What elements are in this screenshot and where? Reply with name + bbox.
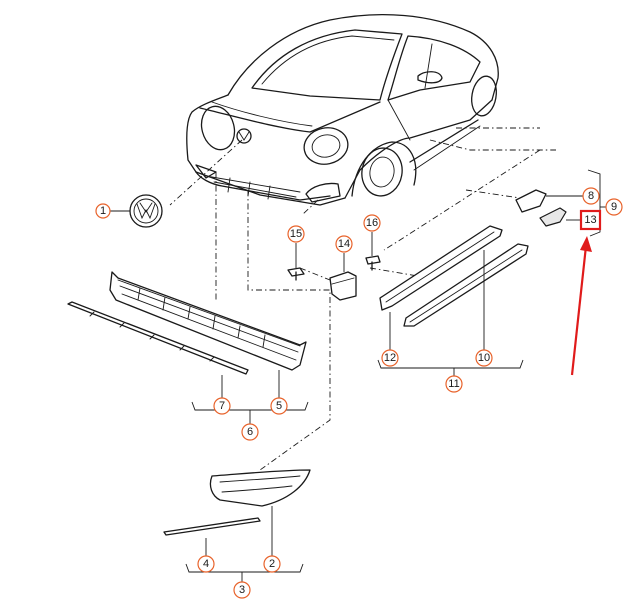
callout-10: 10 — [475, 349, 493, 367]
part-sill-trim-12 — [379, 225, 503, 311]
callout-6: 6 — [241, 423, 259, 441]
callout-11: 11 — [445, 375, 463, 393]
svg-text:1: 1 — [100, 205, 106, 217]
svg-text:5: 5 — [276, 400, 282, 412]
svg-text:4: 4 — [203, 558, 209, 570]
svg-text:11: 11 — [448, 378, 459, 390]
callout-16: 16 — [363, 214, 381, 232]
part-fog-grille — [209, 469, 311, 507]
part-lower-trim-strip — [67, 301, 249, 375]
callout-13-highlighted: 13 — [579, 209, 602, 231]
svg-text:9: 9 — [611, 201, 617, 213]
svg-text:8: 8 — [588, 190, 594, 202]
part-clip-15 — [287, 267, 305, 281]
callout-8: 8 — [582, 187, 600, 205]
part-center-grille — [109, 271, 307, 371]
highlight-arrow — [570, 236, 592, 376]
callout-2: 2 — [263, 555, 281, 573]
part-end-cap-8 — [515, 189, 547, 213]
svg-text:2: 2 — [269, 558, 275, 570]
svg-text:15: 15 — [290, 228, 302, 240]
part-end-cap-13 — [539, 207, 567, 227]
callout-5: 5 — [270, 397, 288, 415]
car-illustration — [186, 14, 499, 206]
callout-4: 4 — [197, 555, 215, 573]
part-bracket-14 — [329, 271, 357, 301]
svg-text:13: 13 — [584, 214, 596, 226]
callout-14: 14 — [335, 235, 353, 253]
leader-lines — [110, 169, 606, 582]
svg-text:6: 6 — [247, 426, 253, 438]
callout-9: 9 — [605, 198, 623, 216]
callout-12: 12 — [381, 349, 399, 367]
svg-text:12: 12 — [384, 352, 396, 364]
callout-15: 15 — [287, 225, 305, 243]
svg-text:10: 10 — [478, 352, 490, 364]
part-fog-trim-strip — [163, 517, 261, 536]
assembly-guide-lines — [169, 127, 556, 471]
callout-1: 1 — [95, 203, 111, 219]
callout-7: 7 — [213, 397, 231, 415]
svg-text:14: 14 — [338, 238, 350, 250]
svg-text:16: 16 — [366, 217, 378, 229]
callout-3: 3 — [233, 581, 251, 599]
svg-text:7: 7 — [219, 400, 225, 412]
part-sill-molding-10 — [403, 243, 529, 327]
part-screw-16 — [365, 255, 381, 271]
part-vw-emblem — [129, 194, 163, 228]
svg-text:3: 3 — [239, 584, 245, 596]
